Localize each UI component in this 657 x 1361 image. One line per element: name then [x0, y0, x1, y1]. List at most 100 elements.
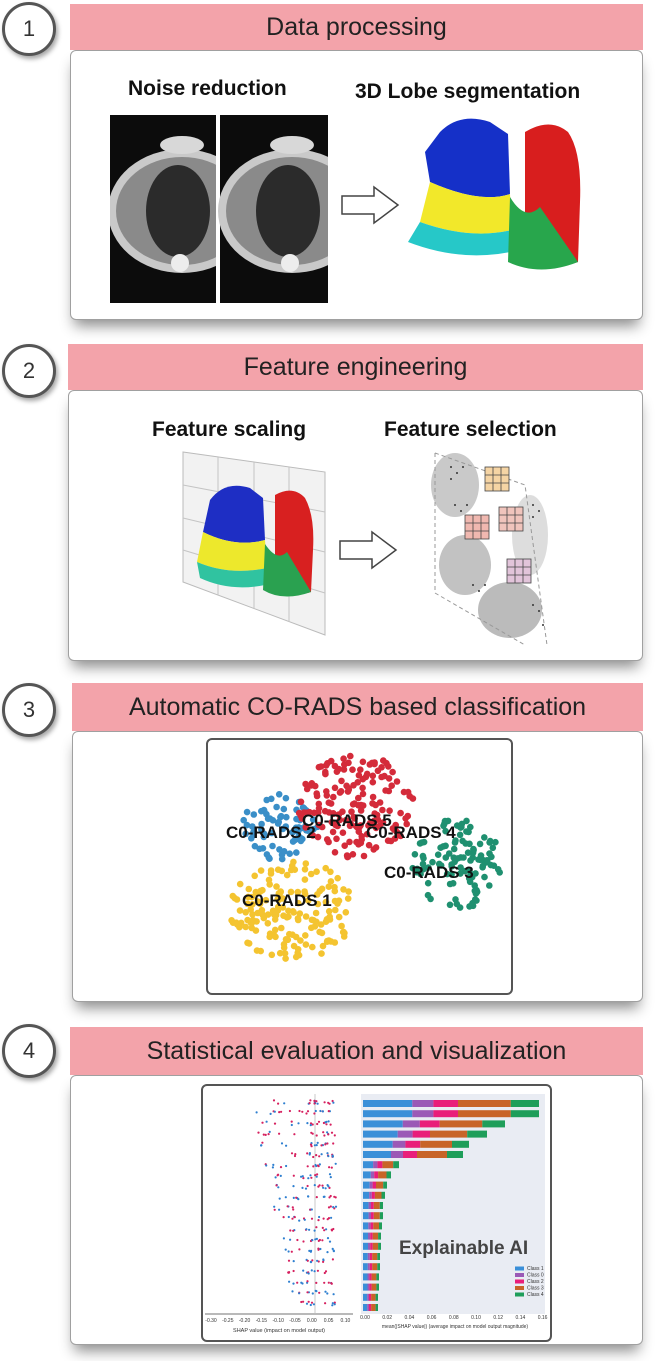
cluster-point [302, 932, 309, 939]
shap-bar-segment [371, 1191, 375, 1199]
cluster-point [442, 854, 450, 861]
cluster-point [298, 815, 306, 822]
shap-beeswarm-point [293, 1154, 297, 1158]
shap-bar-segment [376, 1273, 379, 1281]
cluster-point [322, 768, 329, 776]
shap-beeswarm-point [332, 1250, 335, 1253]
shap-bar-segment [371, 1202, 374, 1209]
shap-bar-segment [374, 1171, 379, 1179]
cluster-point [341, 842, 348, 849]
shap-bar-segment [363, 1304, 368, 1311]
shap-beeswarm-point [330, 1216, 333, 1219]
cluster-point [470, 845, 477, 853]
shap-bar-segment [430, 1130, 468, 1138]
cluster-point [397, 832, 404, 840]
step-1-title-banner: Data processing [70, 4, 643, 50]
cluster-point [369, 793, 377, 801]
cluster-point [278, 867, 286, 875]
cluster-point [245, 940, 253, 947]
step-1-title: Data processing [266, 12, 447, 41]
cluster-point [489, 844, 497, 852]
cluster-point [315, 805, 323, 812]
shap-bar-segment [372, 1181, 376, 1189]
shap-bar-segment [363, 1202, 369, 1209]
shap-beeswarm-point [318, 1163, 321, 1166]
shap-beeswarm-point [273, 1205, 276, 1208]
shap-beeswarm-point [309, 1261, 313, 1264]
shap-bar-segment [363, 1191, 370, 1199]
shap-beeswarm-point [308, 1102, 311, 1105]
shap-beeswarm-point [293, 1216, 296, 1219]
cluster-point [346, 838, 353, 846]
shap-beeswarm-point [264, 1133, 267, 1136]
step-2-number-circle: 2 [2, 344, 56, 398]
shap-beeswarm-point [298, 1219, 301, 1222]
shap-beeswarm-point [321, 1184, 324, 1187]
shap-bar-segment [378, 1171, 387, 1179]
shap-beeswarm-point [318, 1291, 321, 1294]
shap-bar-segment [393, 1161, 399, 1169]
cluster-point [382, 787, 389, 794]
shap-beeswarm-point [311, 1292, 314, 1295]
cluster-point [295, 809, 303, 817]
cluster-point [335, 913, 343, 921]
shap-bar-segment [363, 1171, 371, 1179]
cluster-point [379, 806, 386, 814]
cluster-point [363, 770, 371, 778]
step-2-title-banner: Feature engineering [68, 344, 643, 390]
cluster-point [280, 944, 288, 951]
shap-bar-segment [373, 1161, 378, 1169]
shap-beeswarm-point [278, 1132, 281, 1135]
shap-beeswarm-point [323, 1229, 326, 1232]
shap-legend-swatch [515, 1292, 524, 1297]
shap-bar-segment [482, 1120, 505, 1128]
cluster-point [290, 858, 297, 866]
shap-beeswarm-point [314, 1163, 317, 1167]
cluster-point [302, 913, 310, 920]
shap-legend-label: Class 3 [527, 1286, 544, 1292]
cluster-point [371, 810, 378, 817]
shap-bar-segment [371, 1212, 374, 1220]
shap-beeswarm-point [327, 1155, 330, 1158]
shap-beeswarm-point [313, 1102, 316, 1105]
shap-beeswarm-point [313, 1099, 316, 1102]
shap-bar-segment [369, 1181, 373, 1189]
cluster-point [465, 875, 473, 882]
cluster-point [309, 943, 316, 951]
shap-beeswarm-point [273, 1110, 276, 1113]
shap-bar-segment [383, 1181, 387, 1189]
shap-beeswarm-point [333, 1303, 336, 1306]
cluster-point [417, 870, 424, 878]
cluster-point [268, 829, 275, 837]
shap-beeswarm-point [269, 1112, 272, 1115]
cluster-point [442, 827, 449, 835]
cluster-point [266, 815, 274, 822]
shap-beeswarm-point [322, 1217, 325, 1220]
shap-beeswarm-point [319, 1109, 322, 1113]
cluster-point [378, 773, 385, 781]
explainable-ai-label: Explainable AI [399, 1238, 528, 1259]
cluster-point [267, 867, 275, 874]
shap-beeswarm-point [278, 1197, 281, 1200]
cluster-point [463, 817, 470, 825]
cluster-point [379, 819, 387, 826]
shap-beeswarm-point [287, 1271, 290, 1274]
shap-bar-segment [363, 1161, 374, 1169]
shap-bar-segment [379, 1212, 383, 1220]
shap-beeswarm-point [291, 1206, 294, 1209]
shap-beeswarm-point [302, 1269, 305, 1272]
cluster-point [344, 895, 352, 902]
cluster-point [331, 849, 339, 856]
cluster-point [316, 887, 324, 895]
shap-beeswarm-point [309, 1143, 313, 1146]
shap-beeswarm-point [307, 1300, 310, 1303]
cluster-point [439, 843, 447, 850]
step-4-number-circle: 4 [2, 1024, 56, 1078]
feature-selection-cubes [431, 452, 548, 645]
shap-bar-segment [371, 1293, 376, 1301]
cluster-point [318, 950, 325, 957]
cluster-point [414, 865, 421, 873]
co-rads-cluster-plot: C0-RADS 5 C0-RADS 2 C0-RADS 4 C0-RADS 3 … [226, 752, 504, 962]
shap-bar-segment [373, 1212, 380, 1220]
